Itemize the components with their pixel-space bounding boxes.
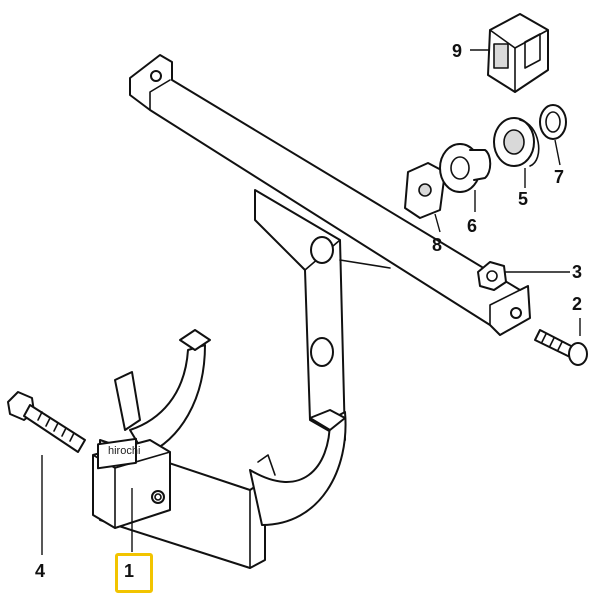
label-part-9[interactable]: 9 xyxy=(452,41,463,61)
label-part-2[interactable]: 2 xyxy=(572,294,583,314)
clip-holder xyxy=(487,13,549,93)
square-plate xyxy=(404,162,446,219)
support-bracket xyxy=(129,54,531,441)
label-part-1[interactable]: 1 xyxy=(124,561,135,581)
bolt-short xyxy=(534,329,588,366)
label-part-8[interactable]: 8 xyxy=(432,235,443,255)
label-part-3[interactable]: 3 xyxy=(572,262,583,282)
cradle-bracket xyxy=(92,329,347,569)
ring xyxy=(539,104,567,140)
label-part-4[interactable]: 4 xyxy=(35,561,46,581)
grommet xyxy=(493,117,540,167)
label-part-6[interactable]: 6 xyxy=(467,216,478,236)
nut xyxy=(477,261,507,291)
bolt-long xyxy=(7,391,86,453)
flanged-bushing xyxy=(439,143,492,193)
label-part-7[interactable]: 7 xyxy=(554,167,565,187)
watermark-text: hirochi xyxy=(108,445,141,457)
label-part-5[interactable]: 5 xyxy=(518,189,529,209)
part-1-highlight xyxy=(115,553,153,593)
leader-lines xyxy=(41,49,581,555)
